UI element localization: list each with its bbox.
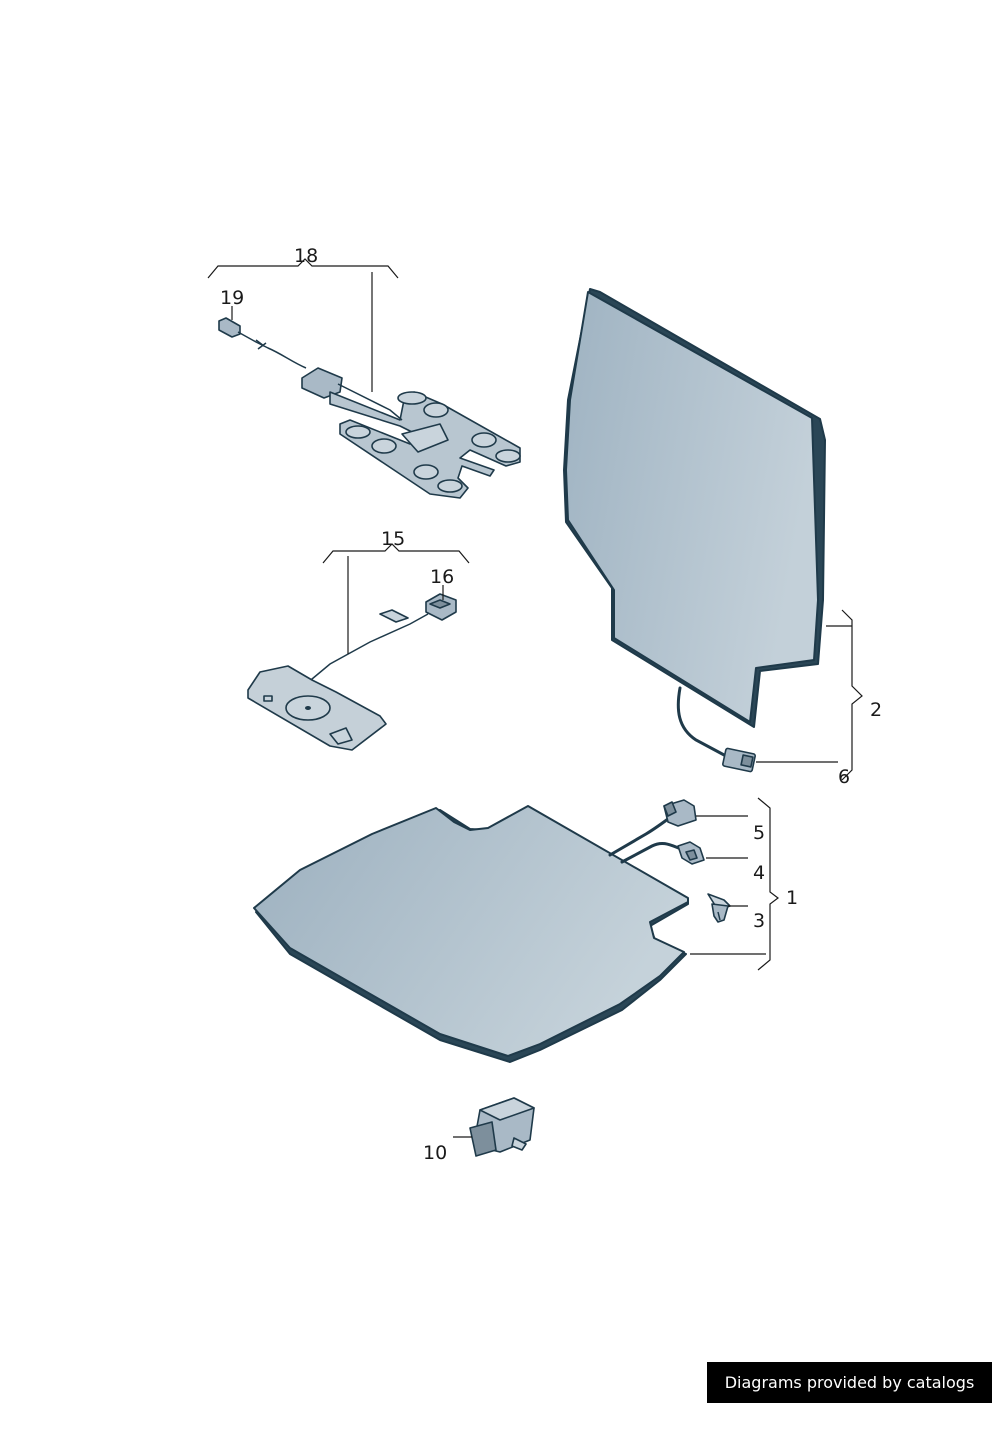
callout-2: 2 [870, 699, 882, 721]
callout-15: 15 [381, 528, 405, 550]
occupancy-sensor-mat [218, 317, 521, 499]
callout-4: 4 [753, 862, 765, 884]
callout-6: 6 [838, 766, 850, 788]
callout-5: 5 [753, 822, 765, 844]
credit-banner: Diagrams provided by catalogs parts [707, 1362, 992, 1433]
connector-5 [663, 799, 697, 827]
callout-10: 10 [423, 1142, 447, 1164]
connector-4 [677, 841, 705, 865]
callout-18: 18 [294, 245, 318, 267]
credit-text: Diagrams provided by catalogs parts [724, 1373, 975, 1433]
control-unit-10 [469, 1097, 535, 1157]
leader-lines [207, 258, 863, 1138]
seat-heating-pad [253, 805, 689, 1063]
parts-diagram: 18 19 15 16 2 6 5 4 3 1 10 [207, 245, 882, 1164]
callout-3: 3 [753, 910, 765, 932]
callout-1: 1 [786, 887, 798, 909]
backrest-heating-pad [563, 288, 826, 773]
callout-19: 19 [220, 287, 244, 309]
sensor-with-wire [247, 593, 457, 751]
clip-3 [707, 893, 731, 923]
callout-16: 16 [430, 566, 454, 588]
